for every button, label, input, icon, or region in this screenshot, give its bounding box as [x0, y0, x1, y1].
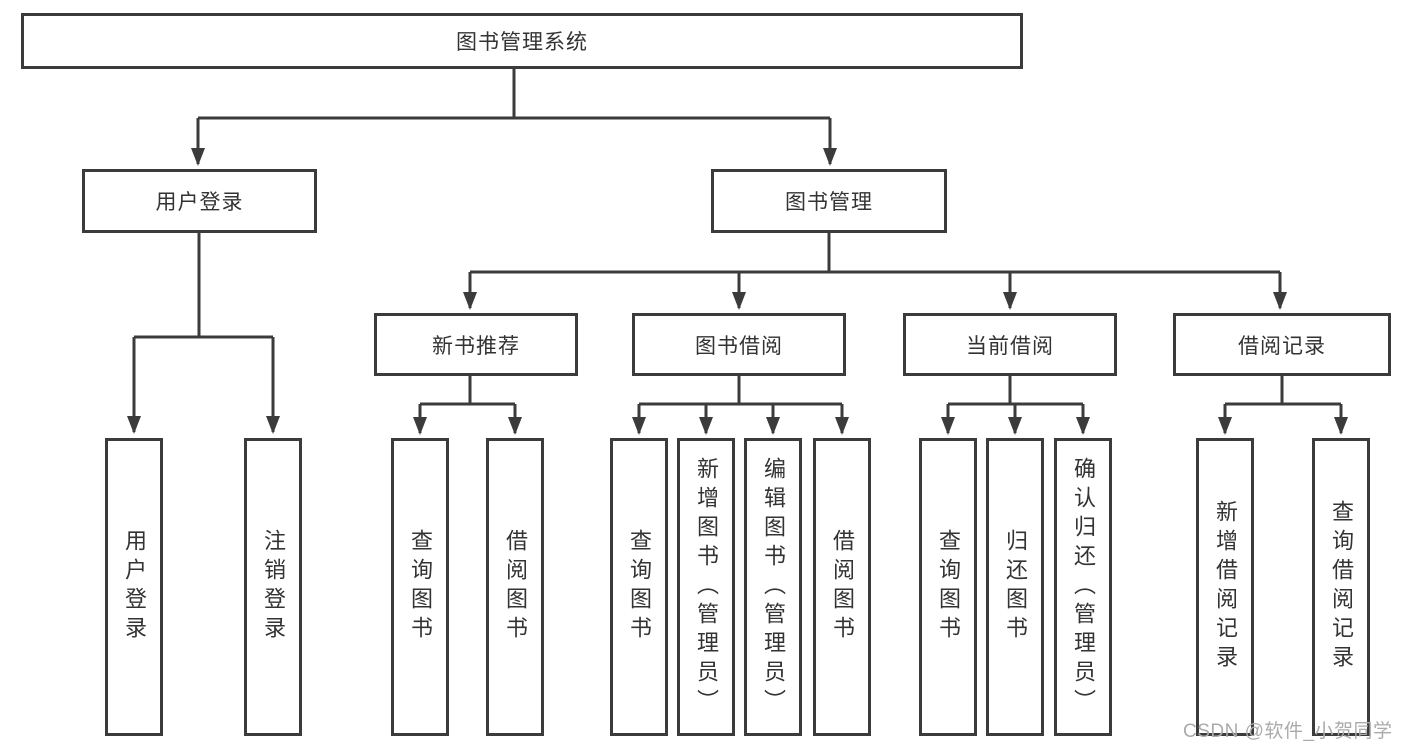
leaf-bb-add-books-admin: 新增图书（管理员）: [677, 438, 735, 736]
leaf-cb-query-books-label: 查询图书: [936, 529, 961, 645]
node-book-management: 图书管理: [711, 169, 947, 233]
leaf-br-add-record-label: 新增借阅记录: [1213, 500, 1238, 674]
leaf-user-login-label: 用户登录: [122, 529, 147, 645]
csdn-watermark: CSDN @软件_小贺同学: [1183, 721, 1393, 742]
leaf-cb-confirm-return-admin-label: 确认归还（管理员）: [1071, 456, 1096, 718]
leaf-br-add-record: 新增借阅记录: [1196, 438, 1254, 736]
leaf-logout-label: 注销登录: [261, 529, 286, 645]
node-user-login-label: 用户登录: [155, 191, 244, 214]
leaf-bb-query-books-label: 查询图书: [627, 529, 652, 645]
node-borrow-record: 借阅记录: [1173, 313, 1391, 376]
node-root-label: 图书管理系统: [456, 31, 588, 54]
leaf-user-login: 用户登录: [105, 438, 163, 736]
node-user-login: 用户登录: [82, 169, 317, 233]
leaf-bb-borrow-books: 借阅图书: [813, 438, 871, 736]
node-current-borrow: 当前借阅: [903, 313, 1117, 376]
node-book-borrow-label: 图书借阅: [695, 334, 783, 358]
leaf-cb-confirm-return-admin: 确认归还（管理员）: [1054, 438, 1112, 736]
leaf-nbr-borrow-books: 借阅图书: [486, 438, 544, 736]
leaf-cb-query-books: 查询图书: [919, 438, 977, 736]
leaf-bb-add-books-admin-label: 新增图书（管理员）: [694, 456, 719, 718]
edge-skeleton: [134, 69, 1341, 406]
leaf-cb-return-books-label: 归还图书: [1003, 529, 1028, 645]
leaf-br-query-record-label: 查询借阅记录: [1329, 500, 1354, 674]
leaf-br-query-record: 查询借阅记录: [1312, 438, 1370, 736]
leaf-nbr-query-books: 查询图书: [391, 438, 449, 736]
leaf-nbr-query-books-label: 查询图书: [408, 529, 433, 645]
node-new-book-recommend: 新书推荐: [374, 313, 578, 376]
node-book-borrow: 图书借阅: [632, 313, 846, 376]
node-current-borrow-label: 当前借阅: [966, 334, 1054, 358]
node-book-management-label: 图书管理: [785, 191, 873, 214]
node-new-book-recommend-label: 新书推荐: [432, 334, 520, 358]
leaf-nbr-borrow-books-label: 借阅图书: [503, 529, 528, 645]
node-borrow-record-label: 借阅记录: [1238, 334, 1326, 358]
leaf-logout: 注销登录: [244, 438, 302, 736]
leaf-bb-edit-books-admin-label: 编辑图书（管理员）: [761, 456, 786, 718]
leaf-bb-edit-books-admin: 编辑图书（管理员）: [744, 438, 802, 736]
leaf-bb-borrow-books-label: 借阅图书: [830, 529, 855, 645]
node-root: 图书管理系统: [21, 13, 1023, 69]
leaf-bb-query-books: 查询图书: [610, 438, 668, 736]
leaf-cb-return-books: 归还图书: [986, 438, 1044, 736]
